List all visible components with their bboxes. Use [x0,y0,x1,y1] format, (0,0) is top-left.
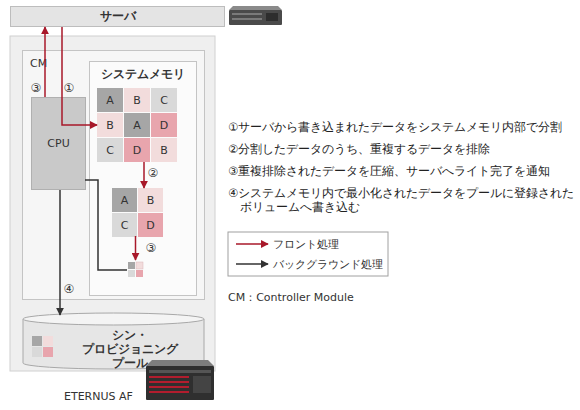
stored-data [32,347,42,357]
legend-text: バックグラウンド処理 [273,257,383,272]
legend-sample-background [236,263,268,265]
data-block: A [97,88,123,112]
stored-data [32,336,42,346]
data-block: D [151,113,177,137]
callout-number: ③ [31,81,42,95]
node-label: CPU [47,137,69,150]
compress-arrow [135,236,137,260]
step-note: ③重複排除されたデータを圧縮、サーバへライト完了を通知 [228,164,550,178]
data-block: C [151,88,177,112]
cylinder-body [23,319,204,369]
controller-module: CMCPUシステムメモリABCBADCDBABCD [22,50,205,300]
data-block: B [124,88,150,112]
step-note: ②分割したデータのうち、重複するデータを排除 [228,142,490,156]
node-label: B [147,194,155,207]
data-block: A [112,188,137,212]
background-path [85,180,127,270]
node-label: サーバ [100,8,136,25]
data-block: C [97,138,123,162]
node-label: C [106,144,114,157]
node-label: C [160,94,168,107]
callout-number: ③ [146,241,157,255]
node-label: A [133,119,141,132]
step-note: ①サーバから書き込まれたデータをシステムメモリ内部で分割 [228,120,562,134]
cpu-box: CPU [31,97,86,190]
legend-text: フロント処理 [273,237,339,252]
stored-data [43,336,53,346]
node-label: A [106,94,114,107]
thin-provisioning-pool: シン・プロビジョニング プール [22,312,205,370]
compressed-data [128,262,143,277]
node-label: A [121,194,129,207]
storage-device [146,360,214,400]
node-label: B [133,94,141,107]
node-label: CM [30,57,47,70]
storage-enclosure [10,36,215,371]
data-block: B [97,113,123,137]
callout-number: ④ [64,282,75,296]
system-memory: システムメモリABCBADCDBABCD [89,61,197,296]
legend-sample-front [236,243,268,245]
flow-arrow [44,27,46,97]
node-label: シン・プロビジョニング プール [66,328,194,370]
data-block: D [124,138,150,162]
callout-number: ② [148,166,159,180]
data-block: D [138,213,163,237]
flow-arrow [143,162,145,188]
node-label: D [160,119,168,132]
product-name: ETERNUS AF [64,390,133,403]
server-device [229,6,282,25]
node-label: D [146,219,154,232]
node-label: B [106,119,114,132]
abbreviation-note: CM：Controller Module [228,290,354,305]
callout-number: ① [64,81,75,95]
legend-frame [228,232,388,276]
server-box: サーバ [10,6,225,27]
stored-data [43,347,53,357]
cylinder-top [23,313,204,325]
step-note: ④システムメモリ内で最小化されたデータをプールに登録された ボリュームへ書き込む [228,186,580,214]
node-label: システムメモリ [90,67,196,82]
flow-arrow [59,190,61,315]
data-block: B [138,188,163,212]
node-label: B [160,144,168,157]
data-block: C [112,213,137,237]
flow-arrow [62,27,97,125]
data-block: A [124,113,150,137]
node-label: C [121,219,129,232]
data-block: B [151,138,177,162]
node-label: D [133,144,141,157]
